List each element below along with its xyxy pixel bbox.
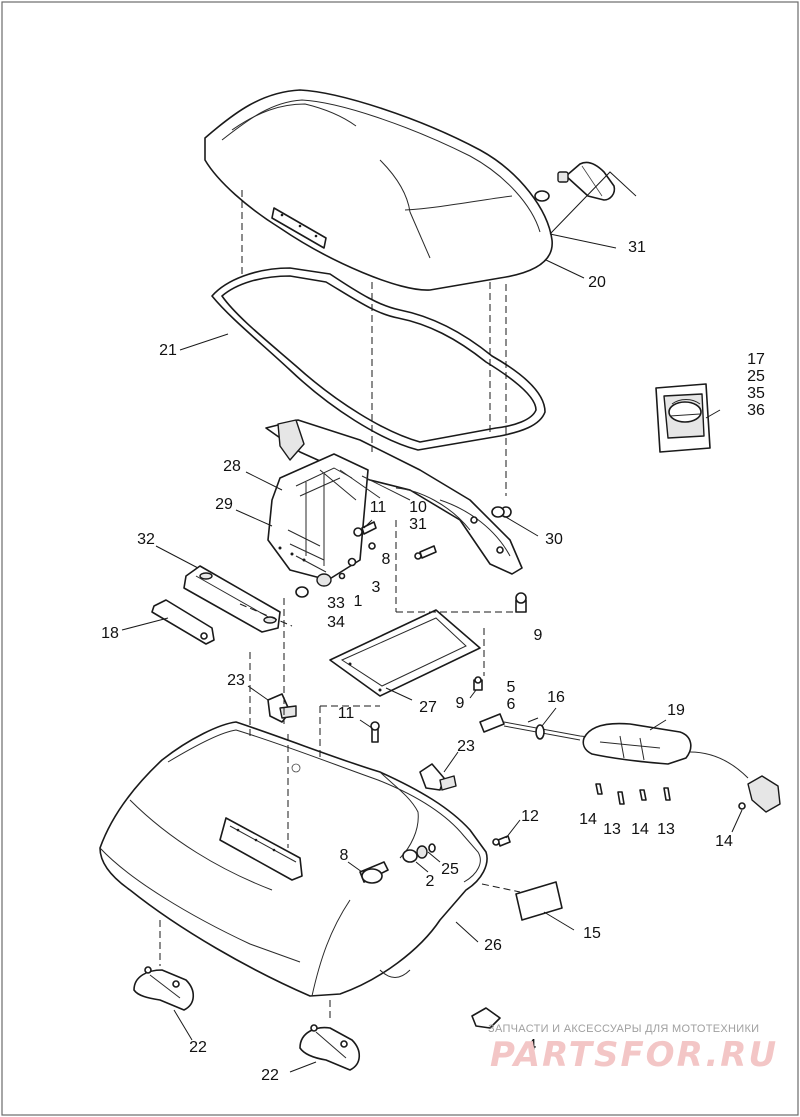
callout-9-lower: 9 xyxy=(456,695,465,712)
assembly-lines xyxy=(159,190,521,1022)
callout-16: 16 xyxy=(547,689,565,706)
callout-21: 21 xyxy=(159,342,177,359)
callout-34: 34 xyxy=(327,614,345,631)
latch-hardware xyxy=(359,843,436,884)
lid-latch-handle xyxy=(534,161,616,202)
retainer-clip-right xyxy=(419,763,457,791)
callout-23-right: 23 xyxy=(457,738,475,755)
saddlebag-body xyxy=(99,721,488,997)
callout-17: 17 xyxy=(747,351,765,368)
release-cable xyxy=(479,713,661,753)
lid-hinge-strip xyxy=(183,565,281,633)
saddlebag-lid xyxy=(204,89,553,291)
watermark-tagline: ЗАПЧАСТИ И АКСЕССУАРЫ ДЛЯ МОТОТЕХНИКИ xyxy=(488,1023,759,1035)
callout-31: 31 xyxy=(628,239,646,256)
callout-33: 33 xyxy=(327,595,345,612)
callout-32: 32 xyxy=(137,531,155,548)
callout-28: 28 xyxy=(223,458,241,475)
callout-12: 12 xyxy=(521,808,539,825)
callout-6: 6 xyxy=(507,696,516,713)
owner-manual-booklet xyxy=(655,383,711,453)
callout-11-upper: 11 xyxy=(370,499,387,516)
watermark: ЗАПЧАСТИ И АКСЕССУАРЫ ДЛЯ МОТОТЕХНИКИ PA… xyxy=(488,1023,778,1075)
latch-pawl xyxy=(295,573,332,598)
callout-36: 36 xyxy=(747,402,765,419)
clip-4 xyxy=(471,1007,501,1029)
module-screws xyxy=(595,783,671,805)
callout-8-upper: 8 xyxy=(382,551,391,568)
warning-label xyxy=(515,881,563,921)
callout-18: 18 xyxy=(101,625,119,642)
callout-22-left: 22 xyxy=(189,1039,207,1056)
screw-12 xyxy=(492,835,511,847)
callout-3: 3 xyxy=(372,579,381,596)
electronic-latch-module xyxy=(582,722,781,813)
screw-set-upper xyxy=(338,506,527,613)
callout-numbers: 31 20 21 17 25 35 36 28 29 11 8 10 31 30… xyxy=(101,239,765,1084)
callout-9-upper: 9 xyxy=(534,627,543,644)
callout-23-left: 23 xyxy=(227,672,245,689)
trim-strip xyxy=(151,599,215,645)
callout-27: 27 xyxy=(419,699,437,716)
retainer-clip-left xyxy=(267,693,297,723)
callout-35: 35 xyxy=(747,385,765,402)
callout-10: 10 xyxy=(409,499,427,516)
callout-1: 1 xyxy=(354,593,363,610)
mounting-foot-left xyxy=(133,966,195,1011)
callout-8-lower: 8 xyxy=(340,847,349,864)
callout-29: 29 xyxy=(215,496,233,513)
latch-mounting-bracket xyxy=(265,419,523,581)
callout-14-c: 14 xyxy=(715,833,733,850)
callout-13-b: 13 xyxy=(657,821,675,838)
callout-25-latch: 25 xyxy=(441,861,459,878)
callout-22-right: 22 xyxy=(261,1067,279,1084)
callout-26: 26 xyxy=(484,937,502,954)
callout-19: 19 xyxy=(667,702,685,719)
lid-gasket-seal xyxy=(211,267,546,451)
callout-14-a: 14 xyxy=(579,811,597,828)
lid-latch-bracket-line xyxy=(549,171,637,235)
callout-20: 20 xyxy=(588,274,606,291)
callout-25-kit: 25 xyxy=(747,368,765,385)
mounting-foot-right xyxy=(299,1024,361,1071)
callout-11-lower: 11 xyxy=(338,705,355,722)
callout-13-a: 13 xyxy=(603,821,621,838)
watermark-brand: PARTSFOR.RU xyxy=(490,1035,778,1075)
callout-31-bracket: 31 xyxy=(409,516,427,533)
callout-5: 5 xyxy=(507,679,516,696)
callout-2: 2 xyxy=(426,873,435,890)
callout-15: 15 xyxy=(583,925,601,942)
leader-lines xyxy=(121,259,743,1073)
backing-plate xyxy=(329,609,481,697)
callout-4: 4 xyxy=(528,1037,537,1054)
callout-30: 30 xyxy=(545,531,563,548)
callout-14-b: 14 xyxy=(631,821,649,838)
